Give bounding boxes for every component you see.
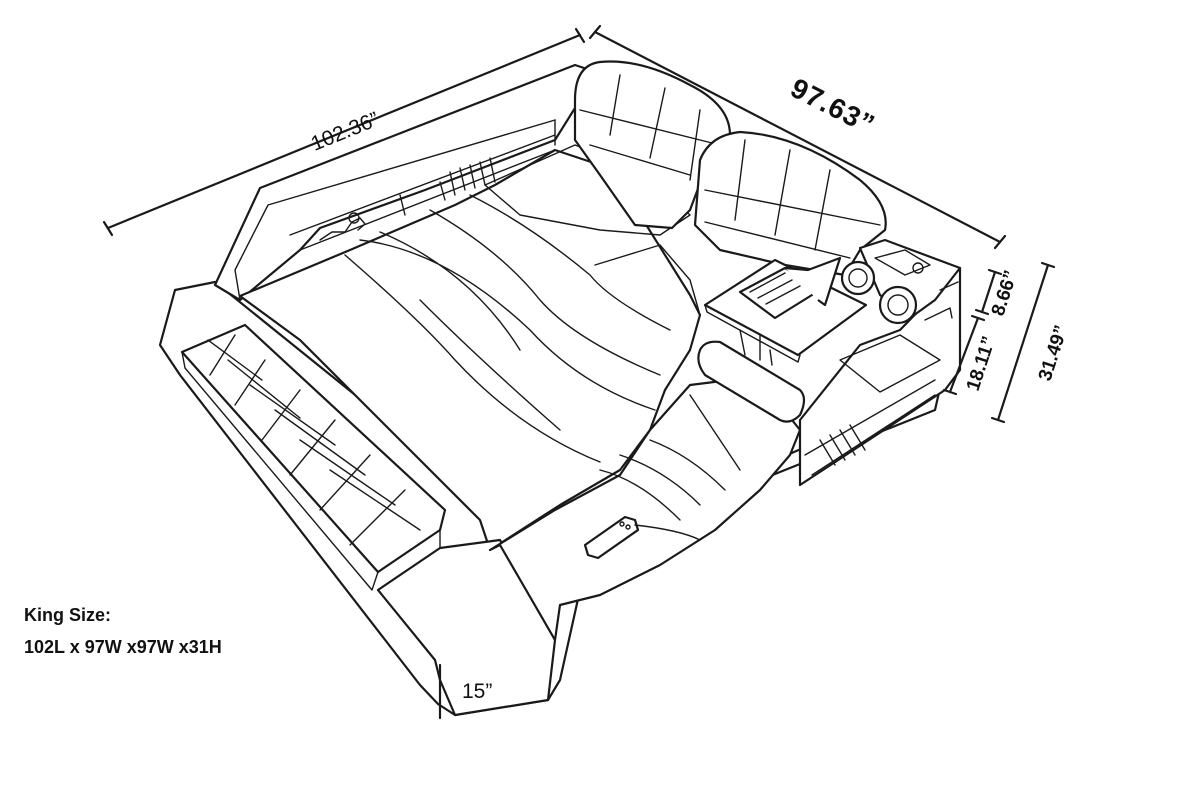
top-height-dimension-line [980, 270, 997, 314]
remote-control [583, 515, 701, 560]
nightstand-console [703, 238, 962, 487]
width-label: 97.63” [786, 72, 880, 141]
headboard-shelf [289, 134, 556, 251]
footboard-label: 15” [462, 680, 492, 703]
length-dimension-line [106, 33, 582, 230]
size-spec: 102L x 97W x97W x31H [24, 637, 222, 657]
size-label: King Size: [24, 605, 112, 625]
blanket-folds [344, 194, 671, 463]
dimension-lines [102, 24, 1056, 720]
massage-lounge [488, 340, 806, 642]
armrest [697, 340, 806, 423]
laptop [738, 256, 842, 320]
total-height-dimension-line [996, 263, 1050, 422]
total-height-label: 31.49” [1035, 323, 1073, 384]
console-drawer [804, 379, 936, 476]
width-dimension-line [593, 30, 1002, 244]
cushion-right [693, 130, 887, 277]
headboard-cushions [573, 60, 887, 277]
reading-lamp [319, 217, 366, 241]
speaker-left [840, 260, 876, 296]
bench-end [376, 538, 557, 717]
side-bench [180, 323, 557, 717]
speaker-right [878, 285, 918, 325]
side-height-dimension-line [948, 316, 980, 394]
